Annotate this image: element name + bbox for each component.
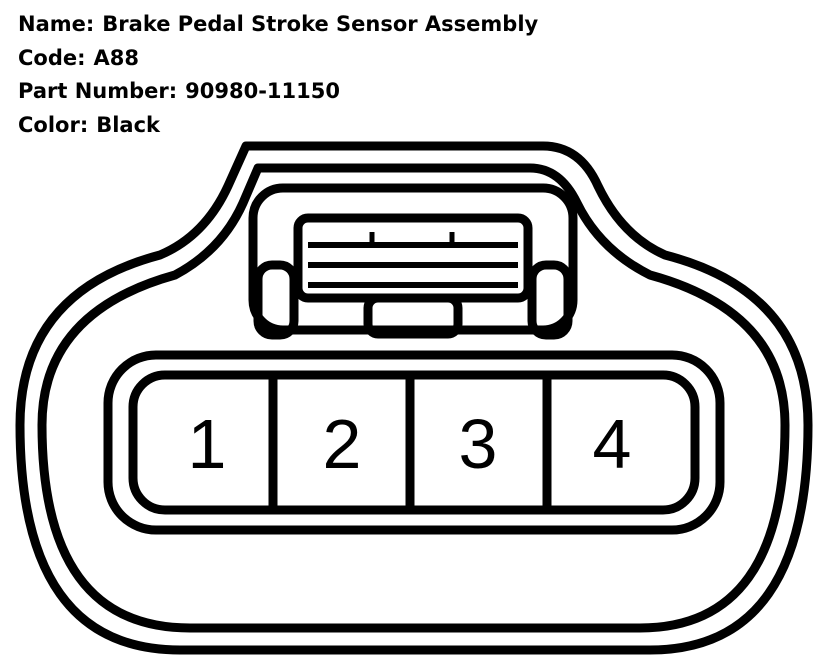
- name-line: Name: Brake Pedal Stroke Sensor Assembly: [18, 8, 538, 42]
- pin-label-4: 4: [593, 405, 632, 483]
- connector-info: Name:Brake Pedal Stroke Sensor Assembly …: [18, 8, 538, 142]
- terminal-housing-inner: [128, 370, 700, 515]
- code-line: Code: A88: [18, 42, 538, 76]
- code-value: A88: [93, 45, 139, 70]
- color-value: Black: [96, 112, 161, 137]
- connector-inner-outline: [37, 163, 790, 633]
- lock-post-right: [527, 260, 573, 340]
- lock-tab: [248, 183, 578, 340]
- color-label: Color:: [18, 112, 89, 137]
- lock-latch: [363, 293, 463, 339]
- connector-outer-outline: [15, 141, 813, 655]
- part-number-line: Part Number: 90980-11150: [18, 75, 538, 109]
- pin-label-2: 2: [323, 405, 362, 483]
- name-value: Brake Pedal Stroke Sensor Assembly: [102, 12, 539, 36]
- pin-label-3: 3: [459, 405, 498, 483]
- part-number-value: 90980-11150: [185, 79, 340, 103]
- terminal-housing-outer: [103, 350, 725, 535]
- lock-post-left: [253, 260, 299, 340]
- color-line: Color: Black: [18, 109, 538, 143]
- cavity-dividers: [268, 378, 552, 507]
- pin-labels: 1 2 3 4: [188, 405, 632, 483]
- name-label: Name:: [18, 12, 95, 36]
- code-label: Code:: [18, 45, 86, 70]
- part-number-label: Part Number:: [18, 79, 178, 103]
- pin-label-1: 1: [188, 405, 227, 483]
